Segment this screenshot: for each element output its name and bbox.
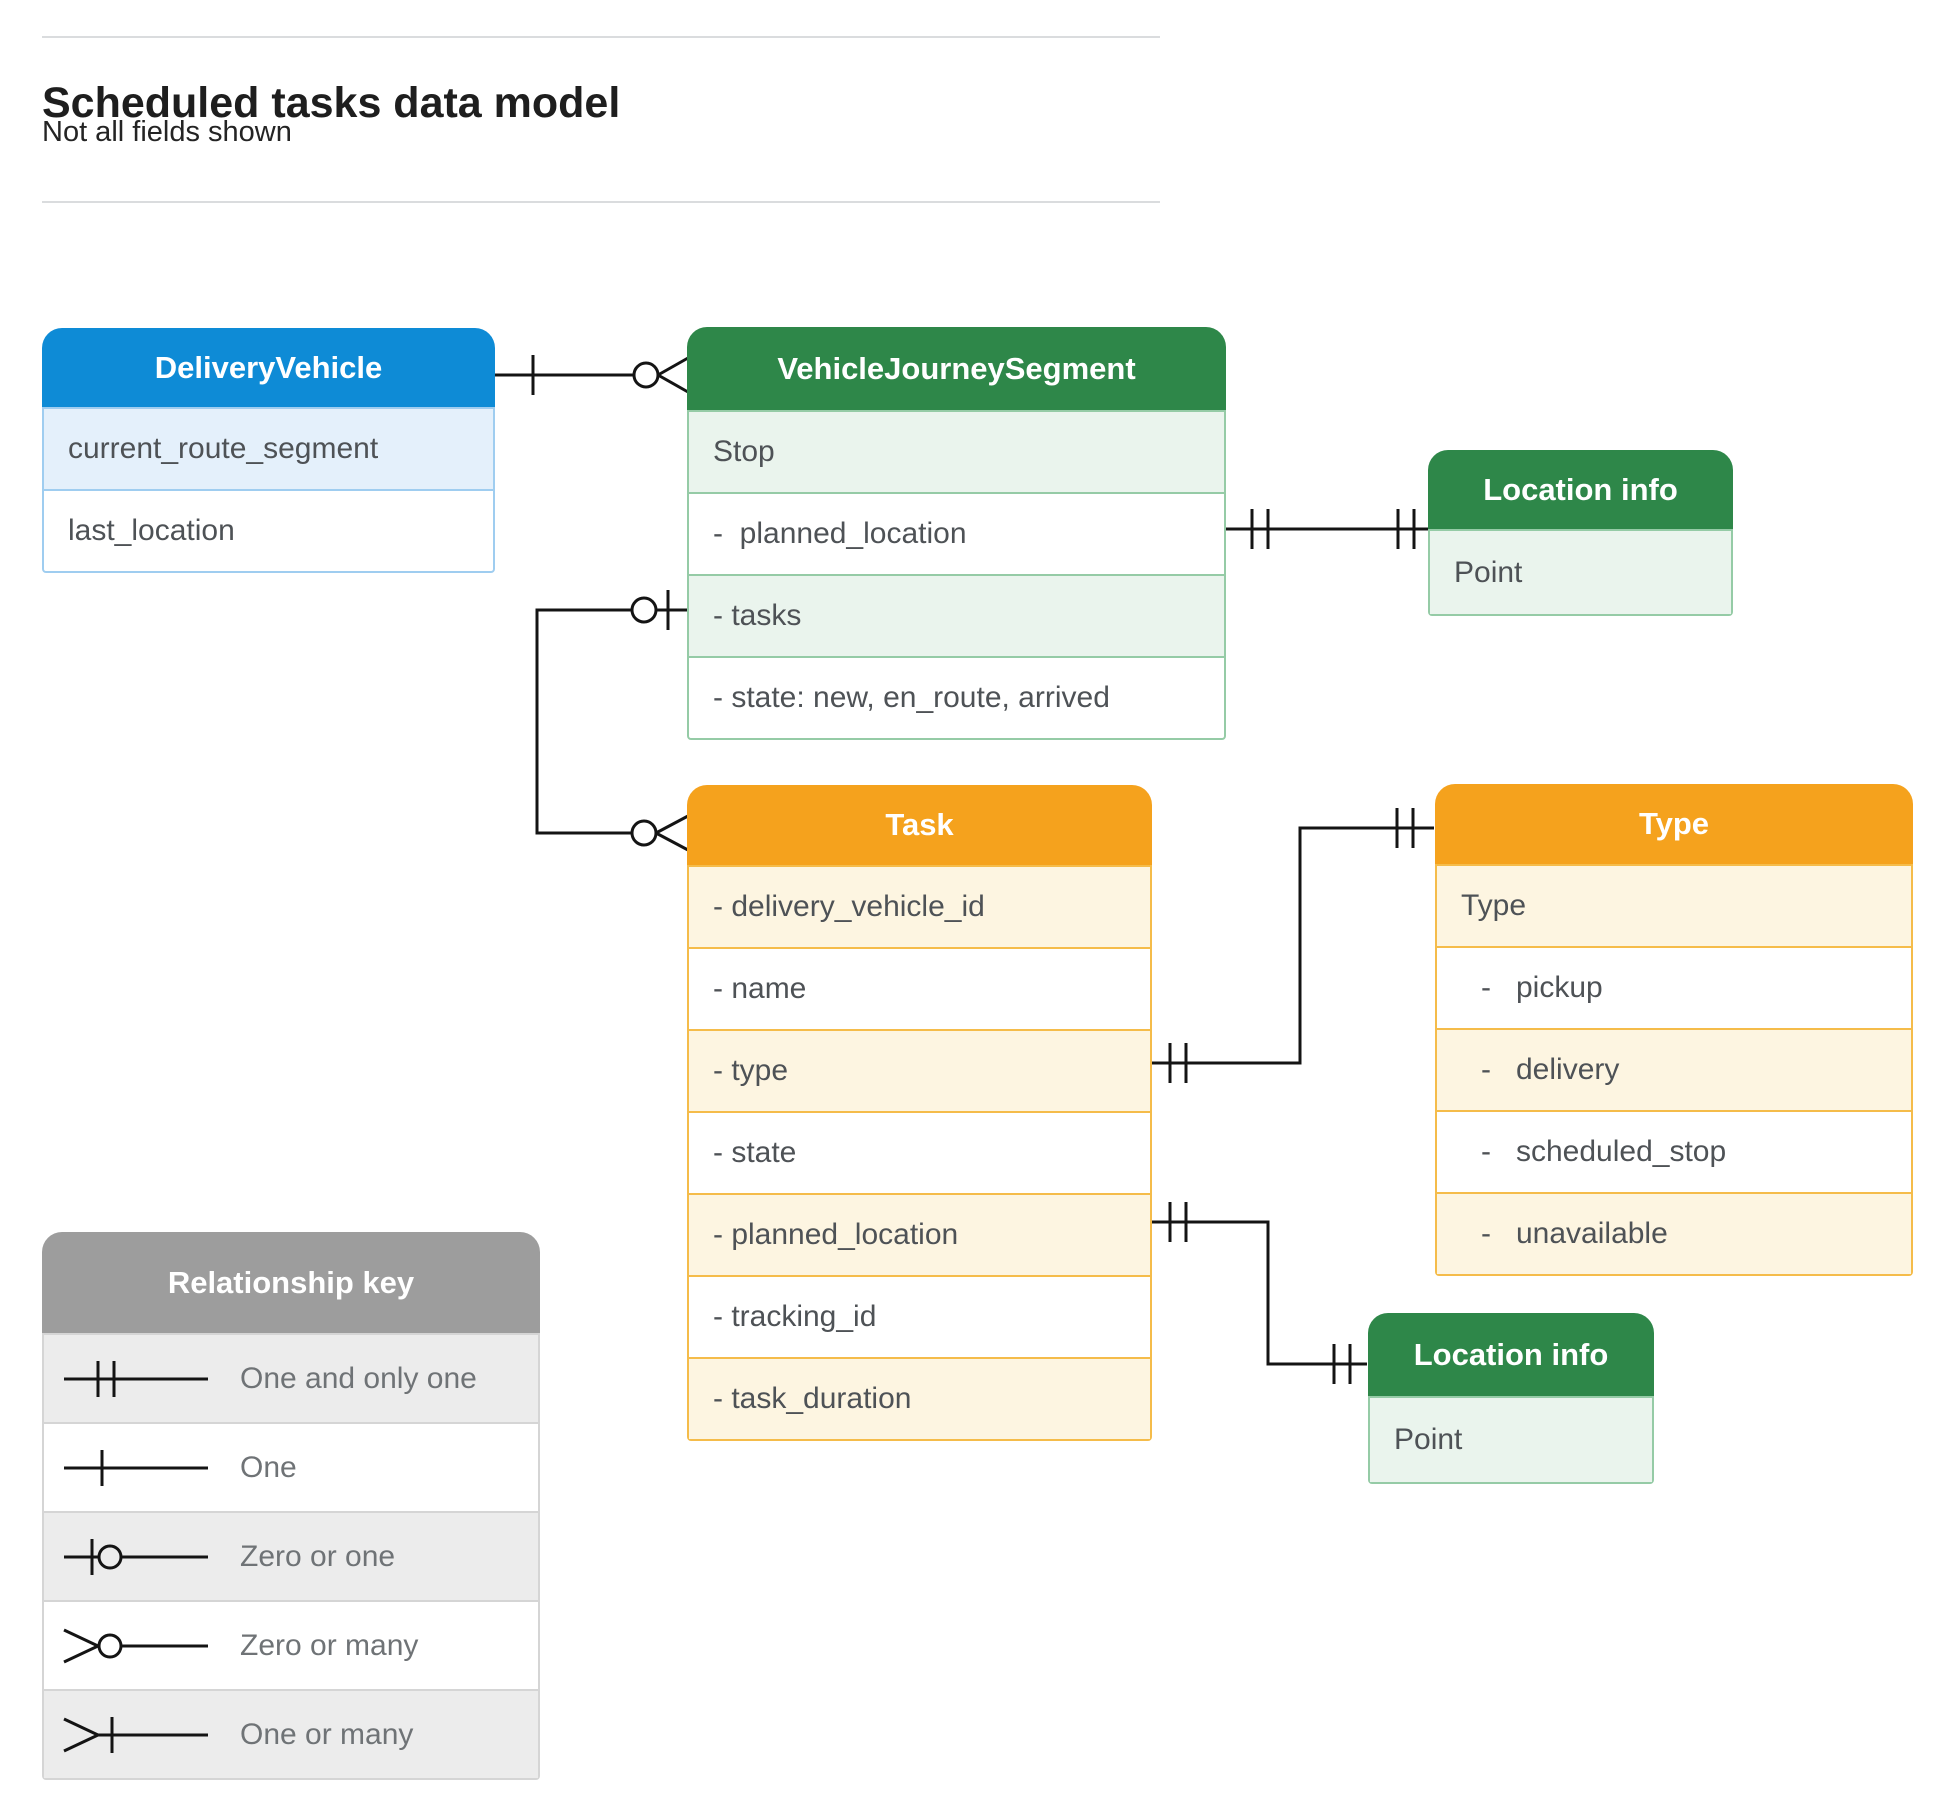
row-current-route-segment: current_route_segment [44,409,493,489]
one-or-many-icon [63,1716,208,1753]
row-delivery-vehicle-id: - delivery_vehicle_id [689,867,1150,947]
relationship-key-items: One and only one One Zero or one [42,1333,540,1780]
entity-location-info-bottom-title: Location info [1368,1313,1654,1396]
row-state: - state [689,1111,1150,1193]
entity-task-fields: - delivery_vehicle_id - name - type - st… [687,865,1152,1441]
row-name: - name [689,947,1150,1029]
entity-task: Task - delivery_vehicle_id - name - type… [687,785,1152,1441]
legend-label: Zero or many [240,1628,419,1662]
row-point: Point [1430,531,1731,614]
legend-label: Zero or one [240,1539,396,1573]
page-subtitle: Not all fields shown [42,116,292,148]
entity-location-info-top-title: Location info [1428,450,1733,529]
entity-location-info-top: Location info Point [1428,450,1733,616]
row-unavailable: - unavailable [1437,1192,1911,1274]
legend-item-one-and-only-one: One and only one [44,1335,538,1422]
entity-type: Type Type - pickup - delivery - schedule… [1435,784,1913,1276]
relationship-key-title: Relationship key [42,1232,540,1333]
entity-vehicle-journey-segment-fields: Stop - planned_location - tasks - state:… [687,410,1226,740]
row-task-duration: - task_duration [689,1357,1150,1439]
relationship-key: Relationship key One and only one One [42,1232,540,1780]
legend-item-one: One [44,1422,538,1511]
legend-label: One or many [240,1717,414,1751]
row-delivery: - delivery [1437,1028,1911,1110]
entity-vehicle-journey-segment: VehicleJourneySegment Stop - planned_loc… [687,327,1226,740]
legend-label: One [240,1450,297,1484]
row-tracking-id: - tracking_id [689,1275,1150,1357]
legend-item-zero-or-one: Zero or one [44,1511,538,1600]
page-title: Scheduled tasks data model [42,78,621,127]
legend-item-one-or-many: One or many [44,1689,538,1778]
connector-deliveryvehicle-vehiclejourneysegment [495,355,689,395]
entity-task-title: Task [687,785,1152,865]
row-stop: Stop [689,412,1224,492]
row-tasks: - tasks [689,574,1224,656]
zero-or-many-icon [63,1628,208,1663]
row-point: Point [1370,1398,1652,1482]
row-scheduled-stop: - scheduled_stop [1437,1110,1911,1192]
legend-label: One and only one [240,1361,477,1395]
row-type: - type [689,1029,1150,1111]
row-planned-location: - planned_location [689,492,1224,574]
entity-delivery-vehicle-fields: current_route_segment last_location [42,407,495,573]
entity-type-title: Type [1435,784,1913,864]
connector-task-locationinfo [1152,1202,1367,1384]
connector-task-type [1152,808,1434,1083]
subtitle-divider [42,201,1160,203]
entity-location-info-bottom: Location info Point [1368,1313,1654,1484]
entity-delivery-vehicle: DeliveryVehicle current_route_segment la… [42,328,495,573]
entity-location-info-bottom-fields: Point [1368,1396,1654,1484]
entity-type-fields: Type - pickup - delivery - scheduled_sto… [1435,864,1913,1276]
one-and-only-one-icon [64,1360,208,1397]
zero-or-one-icon [64,1538,208,1575]
entity-vehicle-journey-segment-title: VehicleJourneySegment [687,327,1226,410]
row-planned-location: - planned_location [689,1193,1150,1275]
row-state: - state: new, en_route, arrived [689,656,1224,738]
one-icon [64,1449,208,1486]
connector-vjs-locationinfo [1226,509,1428,549]
entity-delivery-vehicle-title: DeliveryVehicle [42,328,495,407]
row-type-label: Type [1437,866,1911,946]
entity-location-info-top-fields: Point [1428,529,1733,616]
row-last-location: last_location [44,489,493,571]
legend-item-zero-or-many: Zero or many [44,1600,538,1689]
connector-vjs-task [535,590,689,852]
top-divider [42,36,1160,38]
row-pickup: - pickup [1437,946,1911,1028]
